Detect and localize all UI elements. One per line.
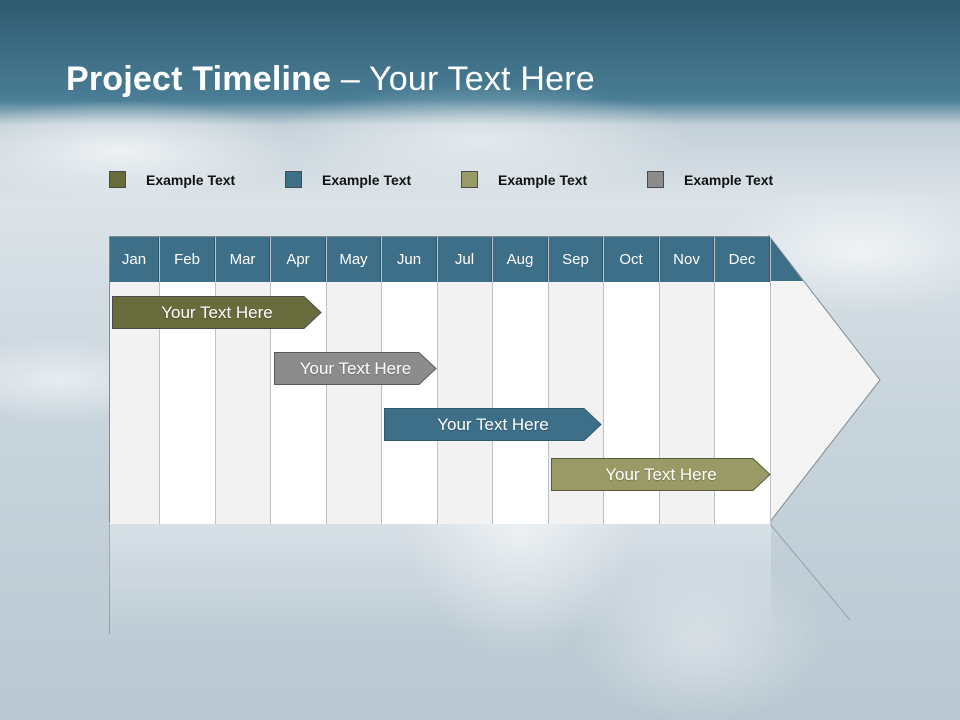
bar-shape-4 [551,458,771,491]
bar-shape-3 [384,408,602,441]
month-col-may: May [327,237,382,524]
legend-swatch-2 [285,171,302,188]
legend-label-4: Example Text [684,172,774,188]
legend-label-2: Example Text [322,172,412,188]
month-body [382,282,437,524]
month-header: Jan [110,237,159,282]
bar-label-4: Your Text Here [605,464,717,484]
month-body [327,282,381,524]
month-header: Aug [493,237,548,282]
legend-label-3: Example Text [498,172,588,188]
bar-label-1: Your Text Here [161,302,273,322]
bar-shape-2 [274,352,437,385]
month-header: Sep [549,237,603,282]
title-bold: Project Timeline [66,60,332,98]
arrow-head-top [769,236,803,281]
page-title: Project Timeline – Your Text Here [66,60,595,99]
month-header: Dec [715,237,770,282]
bar-shape-1 [112,296,322,329]
timeline-bar-4: Your Text Here [551,458,771,491]
month-col-jun: Jun [382,237,438,524]
month-col-mar: Mar [216,237,271,524]
arrow-reflection-line [769,523,851,621]
month-header: Jun [382,237,437,282]
month-header: May [327,237,381,282]
legend-swatch-4 [647,171,664,188]
timeline-reflection [109,524,771,634]
month-header: Jul [438,237,492,282]
legend-swatch-1 [109,171,126,188]
legend-label-1: Example Text [146,172,236,188]
title-rest: – Your Text Here [331,60,595,98]
month-header: Mar [216,237,270,282]
bar-label-3: Your Text Here [437,414,549,434]
timeline-bar-3: Your Text Here [384,408,602,441]
month-header: Oct [604,237,659,282]
month-col-jul: Jul [438,237,493,524]
timeline-bar-2: Your Text Here [274,352,437,385]
month-header: Apr [271,237,326,282]
month-header: Feb [160,237,215,282]
month-col-jan: Jan [110,237,160,524]
month-body [493,282,548,524]
month-header: Nov [660,237,714,282]
legend-swatch-3 [461,171,478,188]
bar-label-2: Your Text Here [299,358,412,378]
month-body [438,282,492,524]
timeline-bar-1: Your Text Here [112,296,322,329]
month-col-aug: Aug [493,237,549,524]
month-col-feb: Feb [160,237,216,524]
